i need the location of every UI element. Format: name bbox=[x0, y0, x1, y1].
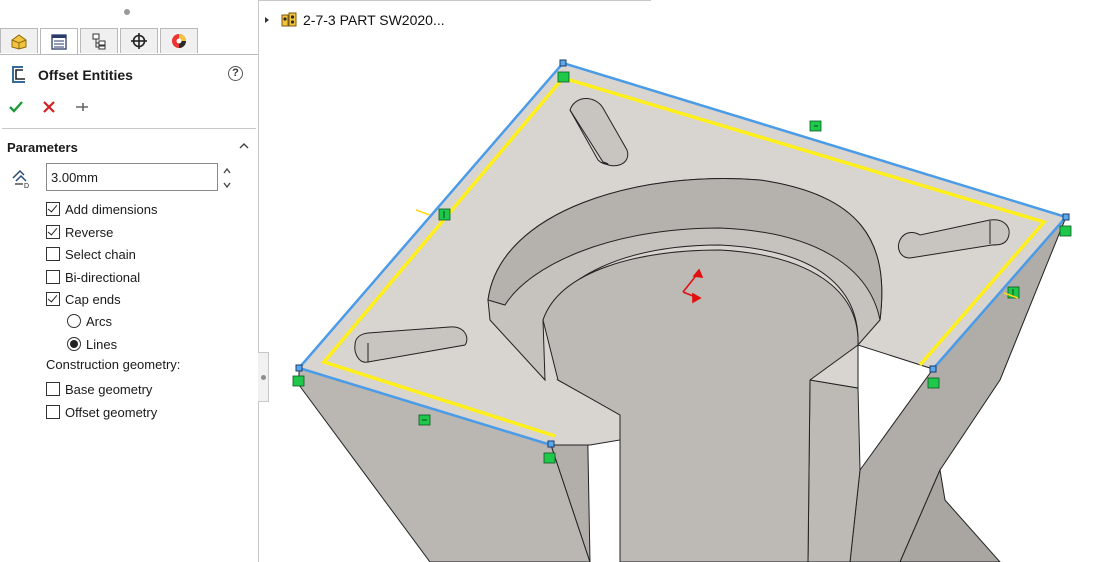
reverse-option[interactable]: Reverse bbox=[46, 223, 113, 241]
offset-entities-icon bbox=[12, 66, 25, 83]
graphics-viewport[interactable] bbox=[259, 0, 1099, 562]
offset-direction-arrows bbox=[415, 209, 1019, 299]
expand-arrow-icon[interactable] bbox=[262, 15, 272, 25]
relation-marks bbox=[422, 125, 1014, 421]
display-manager-tab[interactable] bbox=[160, 28, 198, 53]
cap-ends-option[interactable]: Cap ends bbox=[46, 290, 121, 308]
spin-up-icon[interactable] bbox=[222, 166, 232, 176]
parameters-title: Parameters bbox=[7, 140, 78, 155]
cancel-button[interactable] bbox=[38, 96, 60, 118]
chevron-up-icon[interactable] bbox=[238, 140, 250, 152]
feature-tree-icon bbox=[11, 34, 27, 50]
lines-label: Lines bbox=[86, 336, 118, 352]
pin-button[interactable] bbox=[71, 96, 93, 118]
configuration-manager-tab[interactable] bbox=[80, 28, 118, 53]
viewport-top-border bbox=[259, 0, 651, 1]
coordinate-axis-icon bbox=[682, 268, 704, 304]
lines-option[interactable]: Lines bbox=[67, 335, 117, 353]
panel-splitter-handle[interactable] bbox=[258, 352, 269, 402]
arcs-label: Arcs bbox=[86, 313, 112, 329]
cap-ends-checkbox[interactable] bbox=[46, 292, 60, 306]
base-geometry-checkbox[interactable] bbox=[46, 382, 60, 396]
property-manager-icon bbox=[51, 33, 67, 50]
sketch-endpoint-handles[interactable] bbox=[295, 59, 1070, 448]
panel-divider bbox=[2, 128, 256, 129]
action-buttons bbox=[0, 96, 258, 120]
select-chain-checkbox[interactable] bbox=[46, 247, 60, 261]
checkmark-icon bbox=[9, 101, 23, 113]
spin-down-icon[interactable] bbox=[222, 180, 232, 190]
help-icon[interactable]: ? bbox=[228, 66, 243, 81]
bi-directional-option[interactable]: Bi-directional bbox=[46, 268, 140, 286]
feature-manager-tab[interactable] bbox=[0, 28, 38, 53]
bi-directional-label: Bi-directional bbox=[65, 269, 141, 285]
arcs-radio[interactable] bbox=[67, 314, 81, 328]
add-dimensions-checkbox[interactable] bbox=[46, 202, 60, 216]
base-geometry-option[interactable]: Base geometry bbox=[46, 380, 152, 398]
svg-text:D: D bbox=[24, 183, 29, 190]
model-bore-opening[interactable] bbox=[542, 249, 859, 562]
select-chain-option[interactable]: Select chain bbox=[46, 245, 136, 263]
offset-geometry-option[interactable]: Offset geometry bbox=[46, 403, 157, 421]
configuration-icon bbox=[92, 33, 106, 50]
offset-geometry-label: Offset geometry bbox=[65, 404, 158, 420]
cap-ends-label: Cap ends bbox=[65, 291, 121, 307]
property-manager-tab[interactable] bbox=[40, 28, 78, 54]
pushpin-icon bbox=[76, 103, 88, 111]
feature-tree-flyout[interactable]: 2-7-3 PART SW2020... bbox=[262, 10, 445, 30]
splitter-dot bbox=[261, 375, 266, 380]
parameters-group-header[interactable]: Parameters bbox=[0, 138, 258, 158]
model-bottom-face[interactable] bbox=[899, 468, 1001, 562]
model-counterbore-wall[interactable] bbox=[487, 178, 883, 321]
manager-tabs bbox=[0, 28, 258, 55]
dimxpert-tab[interactable] bbox=[120, 28, 158, 53]
ok-button[interactable] bbox=[5, 96, 27, 118]
crosshair-icon bbox=[131, 33, 147, 49]
base-geometry-label: Base geometry bbox=[65, 381, 153, 397]
reverse-label: Reverse bbox=[65, 224, 114, 240]
model-slot-top[interactable] bbox=[569, 98, 629, 167]
close-icon bbox=[43, 101, 55, 113]
model-slot-right[interactable] bbox=[897, 219, 1010, 259]
feature-title-row: Offset Entities ? bbox=[0, 60, 258, 90]
offset-distance-icon: D bbox=[12, 169, 29, 190]
property-manager-panel: Offset Entities ? Parameters D bbox=[0, 0, 259, 562]
add-dimensions-option[interactable]: Add dimensions bbox=[46, 200, 158, 218]
panel-grip[interactable] bbox=[124, 9, 130, 15]
model-slot-left[interactable] bbox=[354, 326, 468, 363]
part-icon bbox=[281, 12, 297, 27]
select-chain-label: Select chain bbox=[65, 246, 136, 262]
arcs-option[interactable]: Arcs bbox=[67, 312, 112, 330]
lines-radio[interactable] bbox=[67, 337, 81, 351]
bi-directional-checkbox[interactable] bbox=[46, 270, 60, 284]
page-title: Offset Entities bbox=[38, 67, 133, 83]
appearance-icon bbox=[172, 34, 186, 48]
construction-geometry-label: Construction geometry: bbox=[46, 357, 181, 372]
part-name-label: 2-7-3 PART SW2020... bbox=[303, 12, 445, 28]
offset-distance-input[interactable] bbox=[46, 163, 218, 191]
add-dimensions-label: Add dimensions bbox=[65, 201, 158, 217]
reverse-checkbox[interactable] bbox=[46, 225, 60, 239]
offset-geometry-checkbox[interactable] bbox=[46, 405, 60, 419]
